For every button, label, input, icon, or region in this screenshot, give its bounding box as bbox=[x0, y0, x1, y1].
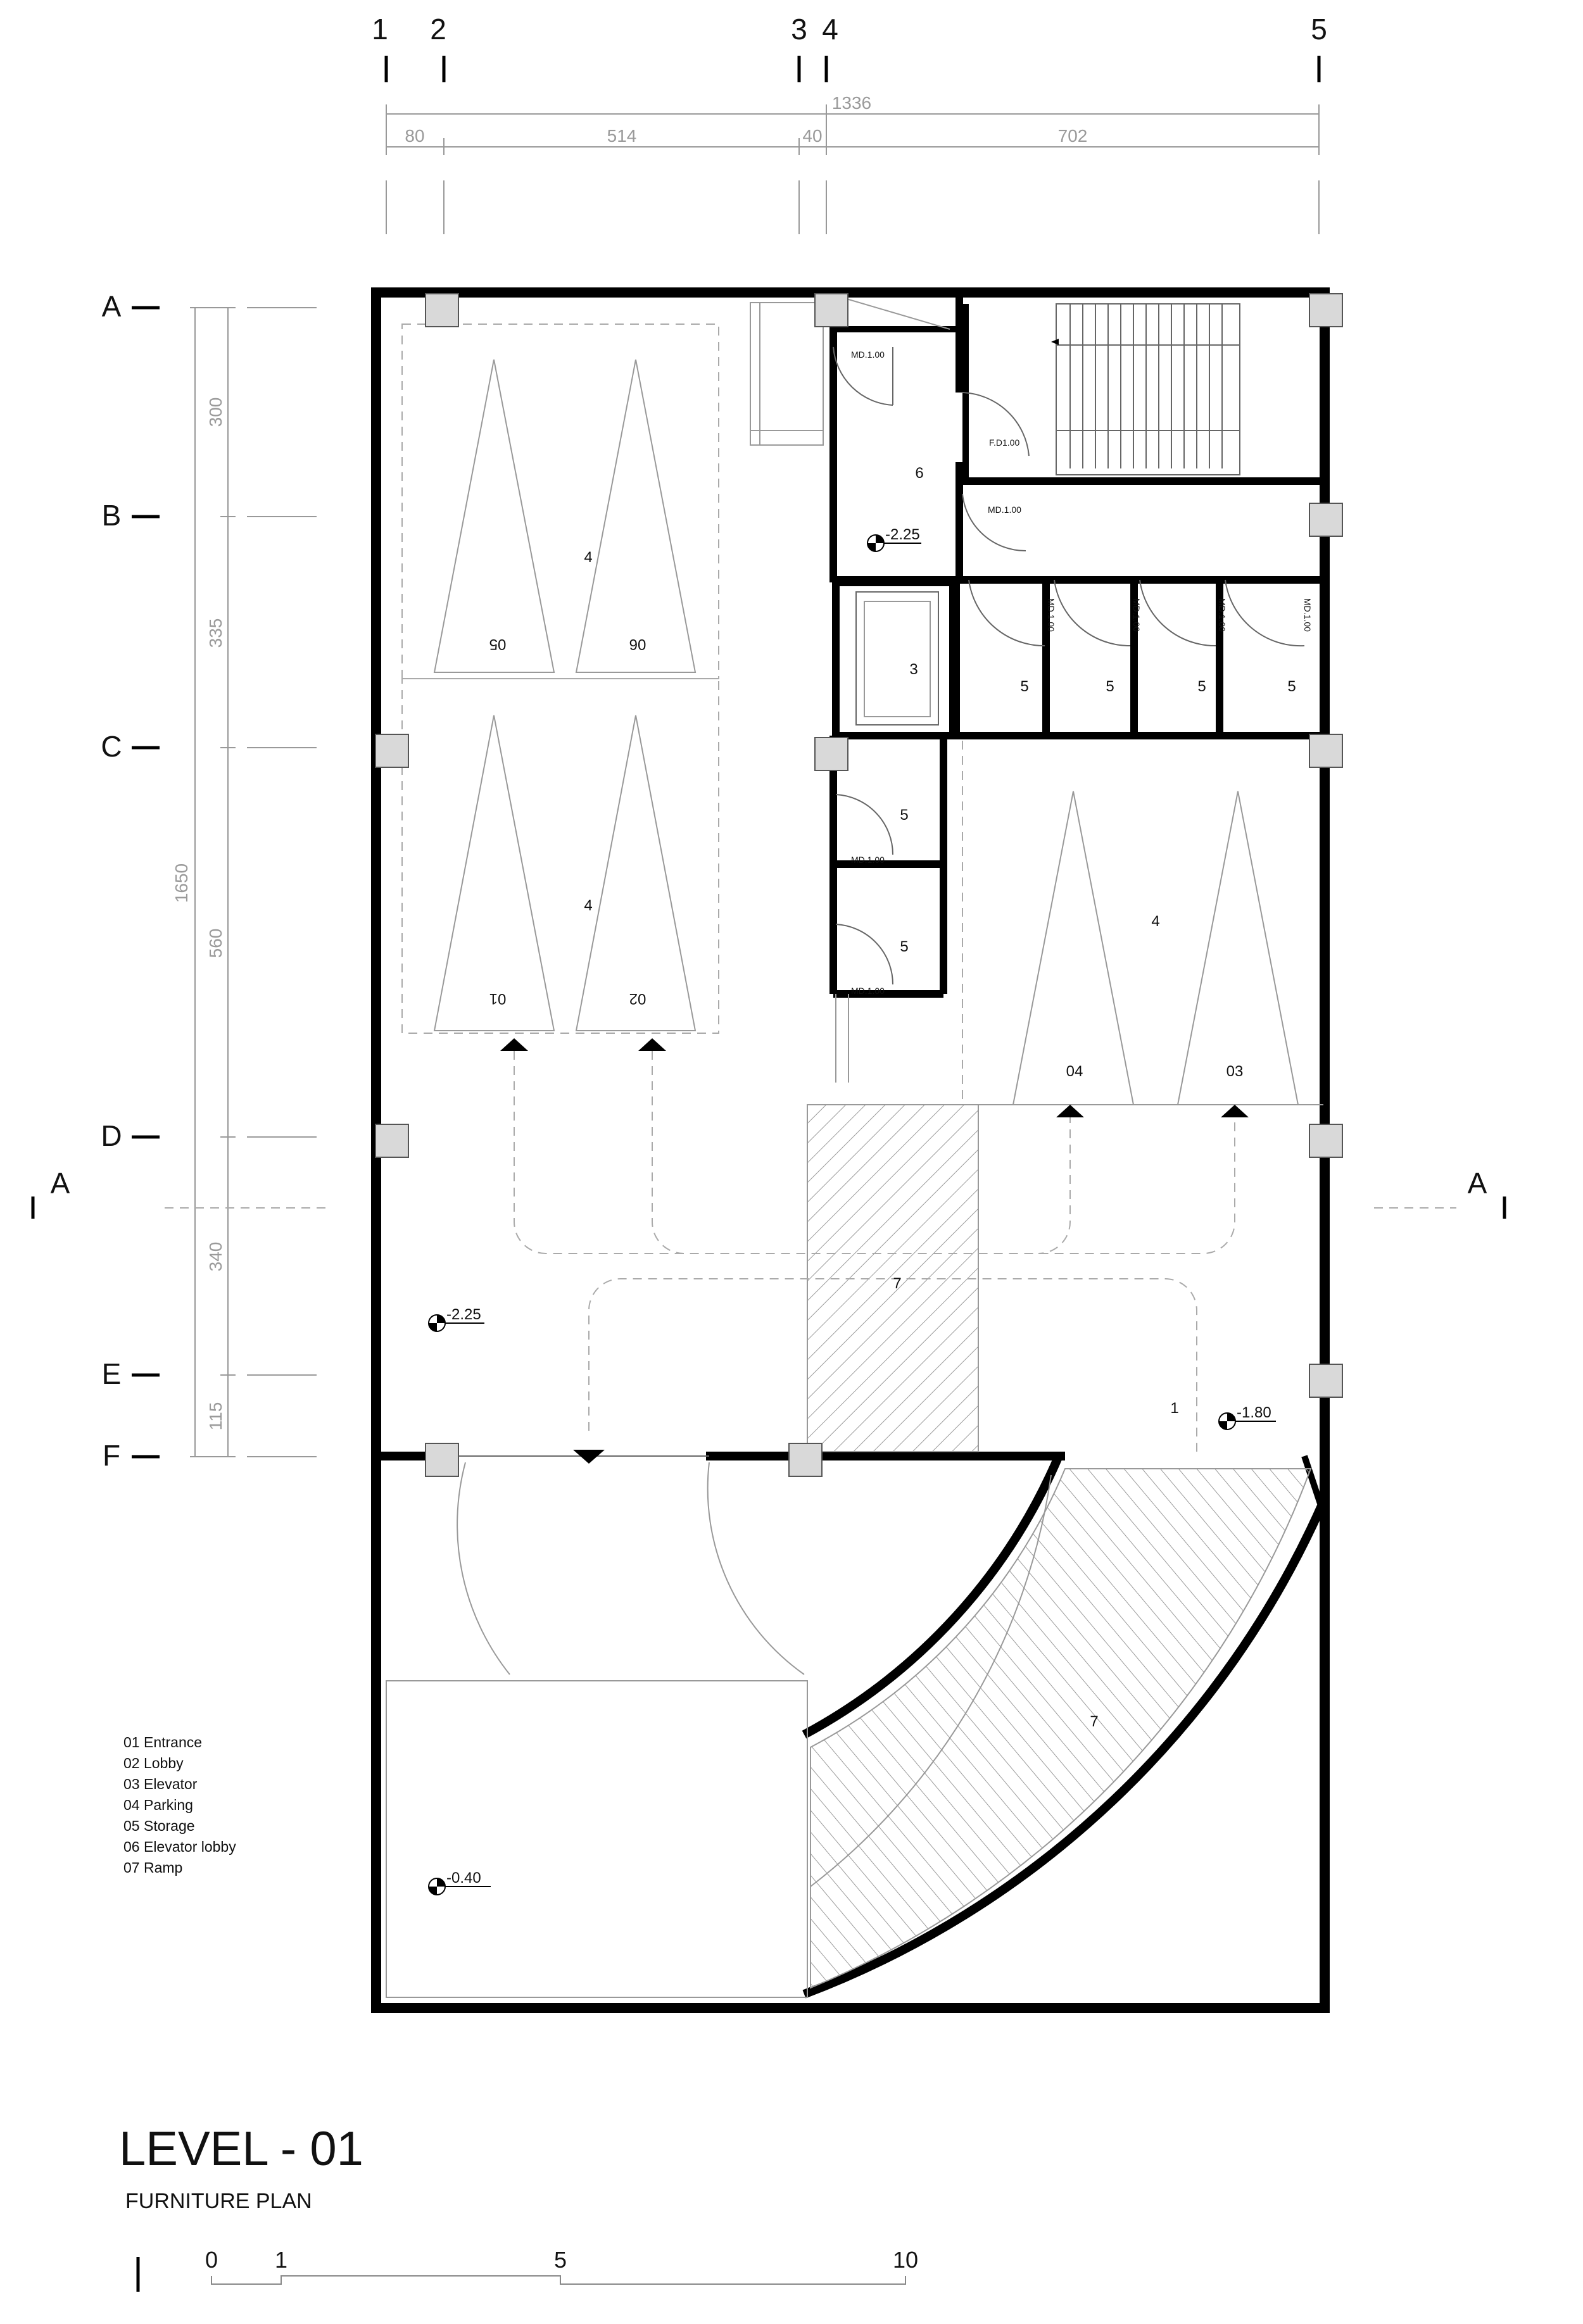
grid-col-3: 3 bbox=[791, 13, 807, 46]
level-value-entrance: -1.80 bbox=[1237, 1404, 1271, 1421]
door-tag-md-7: MD.1.00 bbox=[851, 855, 885, 865]
core-walls bbox=[750, 297, 1323, 1083]
level-value-street: -0.40 bbox=[446, 1869, 481, 1887]
grid-columns: 1 2 3 4 5 bbox=[372, 13, 1327, 234]
drawing-title: LEVEL - 01 bbox=[119, 2122, 363, 2176]
legend-item-parking: 04 Parking bbox=[123, 1797, 193, 1813]
dim-seg-80: 80 bbox=[405, 126, 424, 146]
dim-seg-40: 40 bbox=[802, 126, 822, 146]
horizontal-dimensions: 1336 80 514 40 702 bbox=[386, 93, 1320, 155]
legend-item-ramp: 07 Ramp bbox=[123, 1859, 182, 1876]
grid-col-2: 2 bbox=[430, 13, 446, 46]
level-marker-street: -0.40 bbox=[428, 1869, 491, 1895]
grid-rows: A B C D E F bbox=[101, 290, 317, 1472]
parking-spot-labels: 05 06 01 02 04 03 bbox=[489, 636, 1244, 1080]
section-mark-left: A bbox=[51, 1167, 70, 1200]
room-label-parking-c: 4 bbox=[1151, 913, 1159, 930]
staircase bbox=[1051, 303, 1240, 475]
dim-seg-560: 560 bbox=[206, 929, 225, 958]
vertical-dimensions: 1650 300 335 560 340 115 bbox=[172, 307, 236, 1457]
room-label-storage-5: 5 bbox=[900, 807, 908, 824]
dim-seg-115: 115 bbox=[206, 1402, 225, 1431]
dim-total-vertical: 1650 bbox=[172, 864, 191, 903]
door-tag-md-6: MD.1.00 bbox=[1302, 598, 1313, 632]
legend-item-lobby: 02 Lobby bbox=[123, 1755, 184, 1771]
grid-row-b: B bbox=[102, 499, 122, 532]
parking-spot-05: 05 bbox=[489, 636, 507, 653]
grid-col-5: 5 bbox=[1311, 13, 1327, 46]
circulation-arrows bbox=[500, 1038, 1249, 1464]
dim-seg-340: 340 bbox=[206, 1242, 225, 1272]
legend: 01 Entrance 02 Lobby 03 Elevator 04 Park… bbox=[123, 1734, 236, 1876]
section-mark-right: A bbox=[1468, 1167, 1487, 1200]
door-tags: MD.1.00 MD.1.00 F.D1.00 MD.1.00 MD.1.00 … bbox=[851, 349, 1313, 996]
level-markers: -2.25 -2.25 -1.80 -0.40 bbox=[428, 526, 1276, 1895]
room-label-parking-b: 4 bbox=[584, 897, 592, 914]
door-tag-fd-1: F.D1.00 bbox=[989, 437, 1019, 448]
room-label-storage-6: 5 bbox=[900, 938, 908, 955]
door-tag-md-3: MD.1.00 bbox=[1046, 598, 1056, 632]
level-value-parking: -2.25 bbox=[446, 1306, 481, 1323]
scale-label-10: 10 bbox=[893, 2247, 918, 2273]
dim-seg-514: 514 bbox=[607, 126, 637, 146]
room-label-entrance: 1 bbox=[1170, 1400, 1178, 1417]
elevator-shaft bbox=[832, 579, 957, 739]
ramp-areas bbox=[807, 1104, 1312, 1989]
dim-total-horizontal: 1336 bbox=[832, 93, 871, 113]
grid-row-e: E bbox=[102, 1357, 122, 1390]
room-label-storage-4: 5 bbox=[1287, 678, 1296, 695]
level-marker-entrance: -1.80 bbox=[1218, 1404, 1276, 1430]
drawing-subtitle: FURNITURE PLAN bbox=[125, 2189, 312, 2213]
door-tag-md-5: MD.1.00 bbox=[1217, 598, 1227, 632]
doors bbox=[443, 346, 1305, 1675]
legend-item-elevator-lobby: 06 Elevator lobby bbox=[123, 1838, 236, 1855]
legend-item-storage: 05 Storage bbox=[123, 1818, 195, 1834]
dim-seg-335: 335 bbox=[206, 619, 225, 648]
room-label-parking-a: 4 bbox=[584, 549, 592, 566]
scale-bar: 0 1 5 10 bbox=[136, 2247, 918, 2292]
grid-row-d: D bbox=[101, 1119, 122, 1152]
level-marker-elevator-lobby: -2.25 bbox=[867, 526, 921, 552]
parking-spot-03: 03 bbox=[1227, 1063, 1244, 1080]
grid-row-a: A bbox=[102, 290, 122, 323]
door-tag-md-2: MD.1.00 bbox=[988, 505, 1021, 515]
room-label-storage-3: 5 bbox=[1197, 678, 1206, 695]
legend-item-elevator: 03 Elevator bbox=[123, 1776, 198, 1792]
grid-row-c: C bbox=[101, 730, 122, 763]
parking-spot-06: 06 bbox=[629, 636, 646, 653]
level-value-elevator-lobby: -2.25 bbox=[885, 526, 920, 543]
level-marker-parking: -2.25 bbox=[428, 1306, 484, 1332]
scale-label-0: 0 bbox=[205, 2247, 218, 2273]
grid-row-f: F bbox=[103, 1439, 120, 1472]
parking-spot-02: 02 bbox=[629, 990, 646, 1007]
door-tag-md-4: MD.1.00 bbox=[1132, 598, 1142, 632]
dim-seg-300: 300 bbox=[206, 398, 225, 427]
dim-seg-702: 702 bbox=[1058, 126, 1088, 146]
structural-columns bbox=[375, 293, 1343, 1477]
parking-spot-01: 01 bbox=[489, 990, 507, 1007]
legend-item-entrance: 01 Entrance bbox=[123, 1734, 202, 1750]
room-label-ramp-lower: 7 bbox=[1090, 1713, 1098, 1730]
scale-label-5: 5 bbox=[554, 2247, 567, 2273]
scale-label-1: 1 bbox=[275, 2247, 287, 2273]
door-tag-md-1: MD.1.00 bbox=[851, 349, 885, 360]
room-labels: 4 4 4 6 3 5 5 5 5 5 5 7 7 1 bbox=[584, 465, 1296, 1730]
section-marks: A A bbox=[31, 1167, 1506, 1219]
room-label-elevator: 3 bbox=[909, 661, 918, 678]
room-label-storage-1: 5 bbox=[1020, 678, 1028, 695]
grid-col-1: 1 bbox=[372, 13, 388, 46]
room-label-storage-2: 5 bbox=[1106, 678, 1114, 695]
door-tag-md-8: MD.1.00 bbox=[851, 986, 885, 996]
parking-spot-04: 04 bbox=[1066, 1063, 1083, 1080]
room-label-ramp-upper: 7 bbox=[893, 1275, 901, 1292]
room-label-elevator-lobby: 6 bbox=[915, 465, 923, 482]
grid-col-4: 4 bbox=[822, 13, 838, 46]
